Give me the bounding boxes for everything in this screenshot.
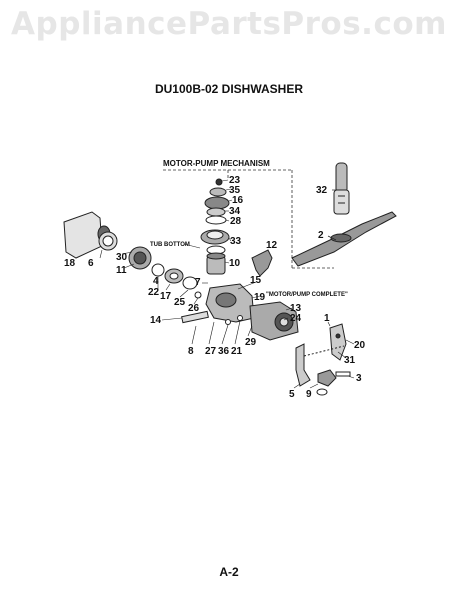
bracket-part [251, 249, 273, 277]
callout-11: 11 [116, 265, 127, 276]
callout-30: 30 [116, 252, 128, 263]
callout-23: 23 [229, 175, 241, 186]
callout-26: 26 [188, 303, 200, 314]
callout-8: 8 [188, 346, 194, 357]
callout-13: 13 [290, 303, 302, 314]
callout-29: 29 [245, 337, 257, 348]
page-number: A-2 [219, 565, 239, 579]
callout-34: 34 [229, 206, 241, 217]
section-bracket [163, 169, 334, 269]
callout-35: 35 [229, 185, 241, 196]
callout-28: 28 [230, 216, 242, 227]
callout-33: 33 [230, 236, 242, 247]
spray-arm-assembly [291, 162, 397, 267]
callout-9: 9 [306, 389, 312, 400]
callout-27: 27 [205, 346, 217, 357]
callout-15: 15 [250, 275, 262, 286]
pump-body-motor [181, 283, 299, 341]
tub-bottom-note: TUB BOTTOM [150, 242, 190, 248]
callout-25: 25 [174, 297, 186, 308]
callout-24: 24 [290, 313, 302, 324]
callout-3: 3 [356, 373, 362, 384]
section-label: MOTOR-PUMP MECHANISM [163, 159, 270, 168]
pump-stack-parts [200, 178, 230, 275]
callout-5: 5 [289, 389, 295, 400]
callout-6: 6 [88, 258, 94, 269]
watermark-logo: AppliancePartsPros.com [11, 6, 447, 42]
mount-bracket-assembly [295, 323, 351, 396]
diagram-title: DU100B-02 DISHWASHER [154, 82, 304, 96]
callout-21: 21 [231, 346, 243, 357]
callout-19: 19 [254, 292, 266, 303]
callout-10: 10 [229, 258, 241, 269]
callout-4: 4 [153, 276, 159, 287]
callout-1: 1 [324, 313, 330, 324]
left-components [63, 211, 202, 299]
callout-labels: 23 35 16 34 28 33 10 12 15 7 19 13 24 32… [64, 175, 366, 400]
callout-20: 20 [354, 340, 366, 351]
callout-14: 14 [150, 315, 162, 326]
callout-7: 7 [195, 277, 201, 288]
callout-22: 22 [148, 287, 160, 298]
motor-pump-complete-note: "MOTOR/PUMP COMPLETE" [266, 292, 348, 298]
callout-16: 16 [232, 195, 244, 206]
callout-18: 18 [64, 258, 76, 269]
callout-32: 32 [316, 185, 328, 196]
callout-31: 31 [344, 355, 356, 366]
callout-17: 17 [160, 291, 172, 302]
callout-36: 36 [218, 346, 230, 357]
callout-12: 12 [266, 240, 278, 251]
leader-lines [99, 249, 319, 389]
callout-2: 2 [318, 230, 324, 241]
